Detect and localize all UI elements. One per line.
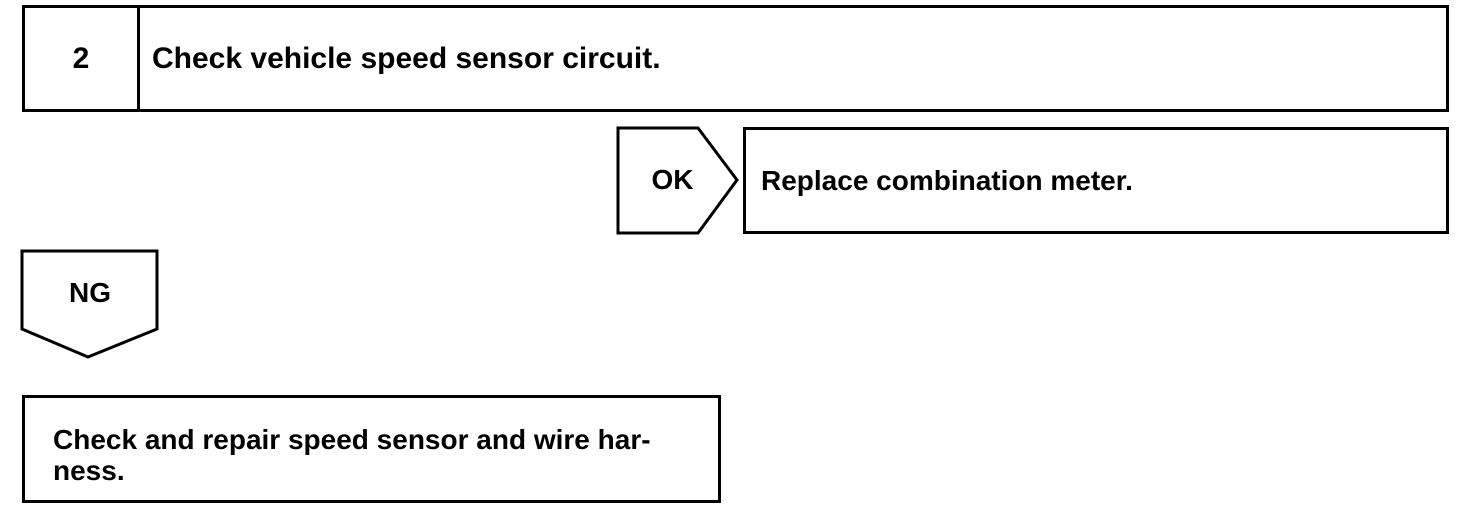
ok-action-box: Replace combination meter. bbox=[743, 127, 1449, 234]
ng-action-text-line1: Check and repair speed sensor and wire h… bbox=[53, 424, 651, 455]
step-number: 2 bbox=[25, 8, 140, 109]
step-box: 2 Check vehicle speed sensor circuit. bbox=[22, 5, 1449, 112]
ok-action-text: Replace combination meter. bbox=[761, 164, 1133, 196]
ng-action-text-line2: ness. bbox=[53, 455, 125, 487]
ng-action-box: Check and repair speed sensor and wire h… bbox=[22, 395, 721, 503]
ng-label: NG bbox=[69, 277, 111, 308]
step-title: Check vehicle speed sensor circuit. bbox=[152, 41, 661, 75]
ok-label: OK bbox=[651, 164, 694, 195]
